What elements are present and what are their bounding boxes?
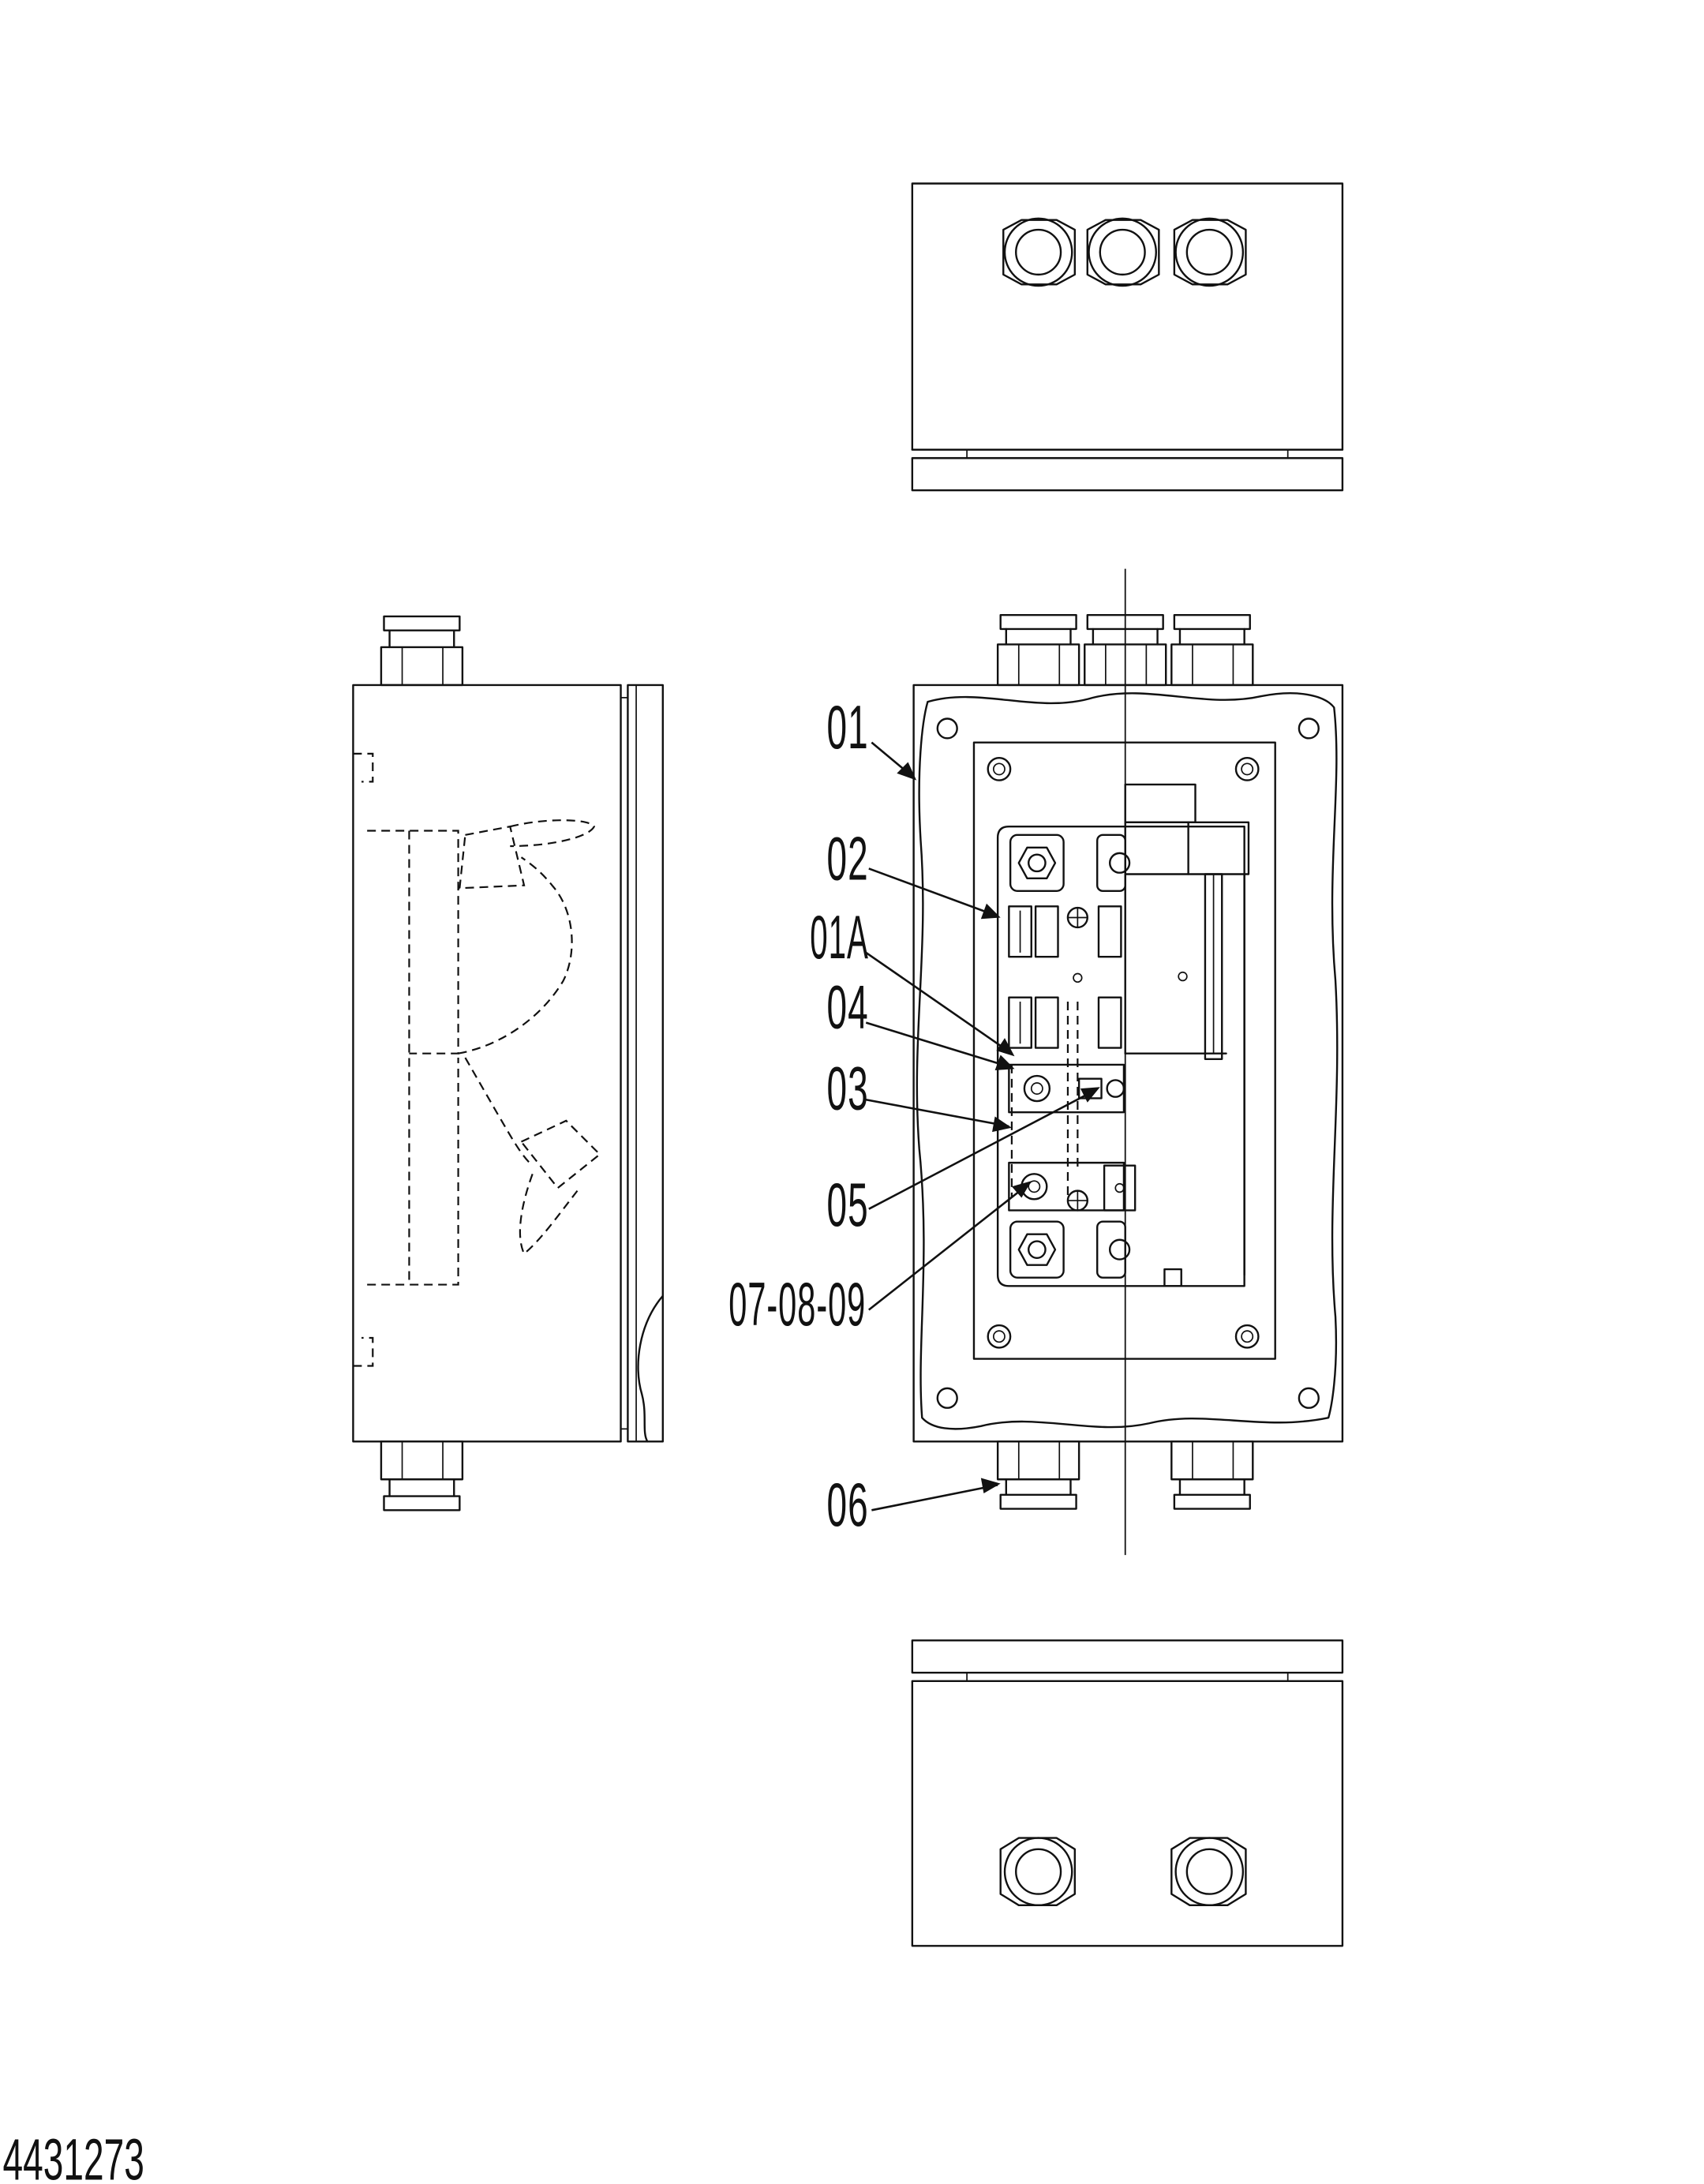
top-view [912,184,1343,491]
cable-gland-icon [1171,615,1253,685]
cable-gland-icon [1174,219,1246,286]
terminal-nut-icon [1010,1222,1063,1278]
callout-03: 03 [827,1054,869,1123]
callout-02: 02 [827,824,869,893]
callout-leaders [866,743,1100,1511]
callout-05: 05 [827,1170,869,1239]
cable-gland-icon [1003,219,1075,286]
cable-gland-icon [998,1441,1079,1508]
cable-gland-icon [1084,615,1166,685]
mounting-screw-icon [1236,1325,1258,1347]
callout-04: 04 [827,972,869,1042]
cable-gland-icon [1001,1838,1075,1905]
callout-07-08-09: 07-08-09 [728,1269,866,1339]
cable-gland-icon [1088,219,1159,286]
side-view [353,616,662,1510]
ground-symbol-icon [1068,908,1088,927]
mounting-screw-icon [988,1325,1010,1347]
cable-gland-icon [998,615,1079,685]
bottom-view [912,1640,1343,1946]
front-view [914,569,1343,1555]
callout-01a: 01A [810,902,869,972]
callout-06: 06 [827,1470,869,1539]
mounting-screw-icon [988,758,1010,780]
cable-gland-icon [1171,1838,1245,1905]
cable-gland-icon [1171,1441,1253,1508]
callout-01: 01 [827,692,869,762]
document-number: 4431273 [3,2127,144,2184]
mounting-screw-icon [1236,758,1258,780]
ground-symbol-icon [1068,1191,1088,1211]
terminal-nut-icon [1010,835,1063,891]
